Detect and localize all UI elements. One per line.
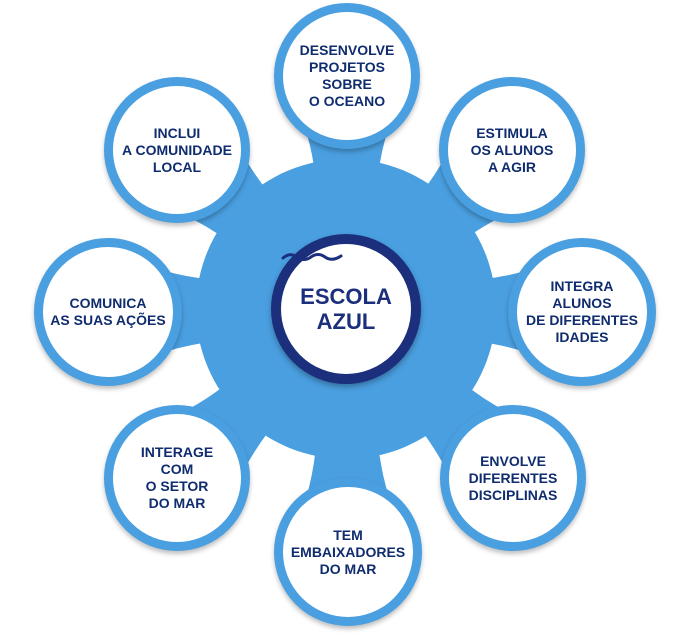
center-title: ESCOLA AZUL bbox=[300, 284, 392, 334]
node-desenvolve-label: DESENVOLVE PROJETOS SOBRE O OCEANO bbox=[299, 42, 395, 109]
node-inclui: INCLUI A COMUNIDADE LOCAL bbox=[104, 77, 250, 223]
node-estimula-label: ESTIMULA OS ALUNOS A AGIR bbox=[470, 124, 554, 175]
node-interage-label: INTERAGE COM O SETOR DO MAR bbox=[140, 444, 214, 511]
connector-arm-integra bbox=[385, 261, 553, 362]
node-inclui-label: INCLUI A COMUNIDADE LOCAL bbox=[122, 124, 232, 175]
node-estimula: ESTIMULA OS ALUNOS A AGIR bbox=[439, 77, 585, 223]
node-comunica-label: COMUNICA AS SUAS AÇÕES bbox=[50, 295, 166, 328]
node-integra-label: INTEGRA ALUNOS DE DIFERENTES IDADES bbox=[525, 278, 638, 345]
node-envolve: ENVOLVE DIFERENTES DISCIPLINAS bbox=[440, 405, 586, 551]
center-node: ESCOLA AZUL bbox=[271, 234, 421, 384]
node-desenvolve: DESENVOLVE PROJETOS SOBRE O OCEANO bbox=[274, 3, 420, 149]
node-embaixadores: TEM EMBAIXADORES DO MAR bbox=[274, 478, 422, 626]
wave-icon bbox=[281, 253, 343, 261]
node-interage: INTERAGE COM O SETOR DO MAR bbox=[104, 405, 250, 551]
node-embaixadores-label: TEM EMBAIXADORES DO MAR bbox=[290, 526, 406, 577]
node-comunica: COMUNICA AS SUAS AÇÕES bbox=[34, 238, 182, 386]
node-integra: INTEGRA ALUNOS DE DIFERENTES IDADES bbox=[508, 238, 656, 386]
connector-arm-comunica bbox=[137, 261, 307, 362]
connector-arm-embaixadores bbox=[297, 348, 398, 523]
connector-arm-desenvolve bbox=[296, 105, 397, 270]
node-envolve-label: ENVOLVE DIFERENTES DISCIPLINAS bbox=[468, 452, 558, 503]
